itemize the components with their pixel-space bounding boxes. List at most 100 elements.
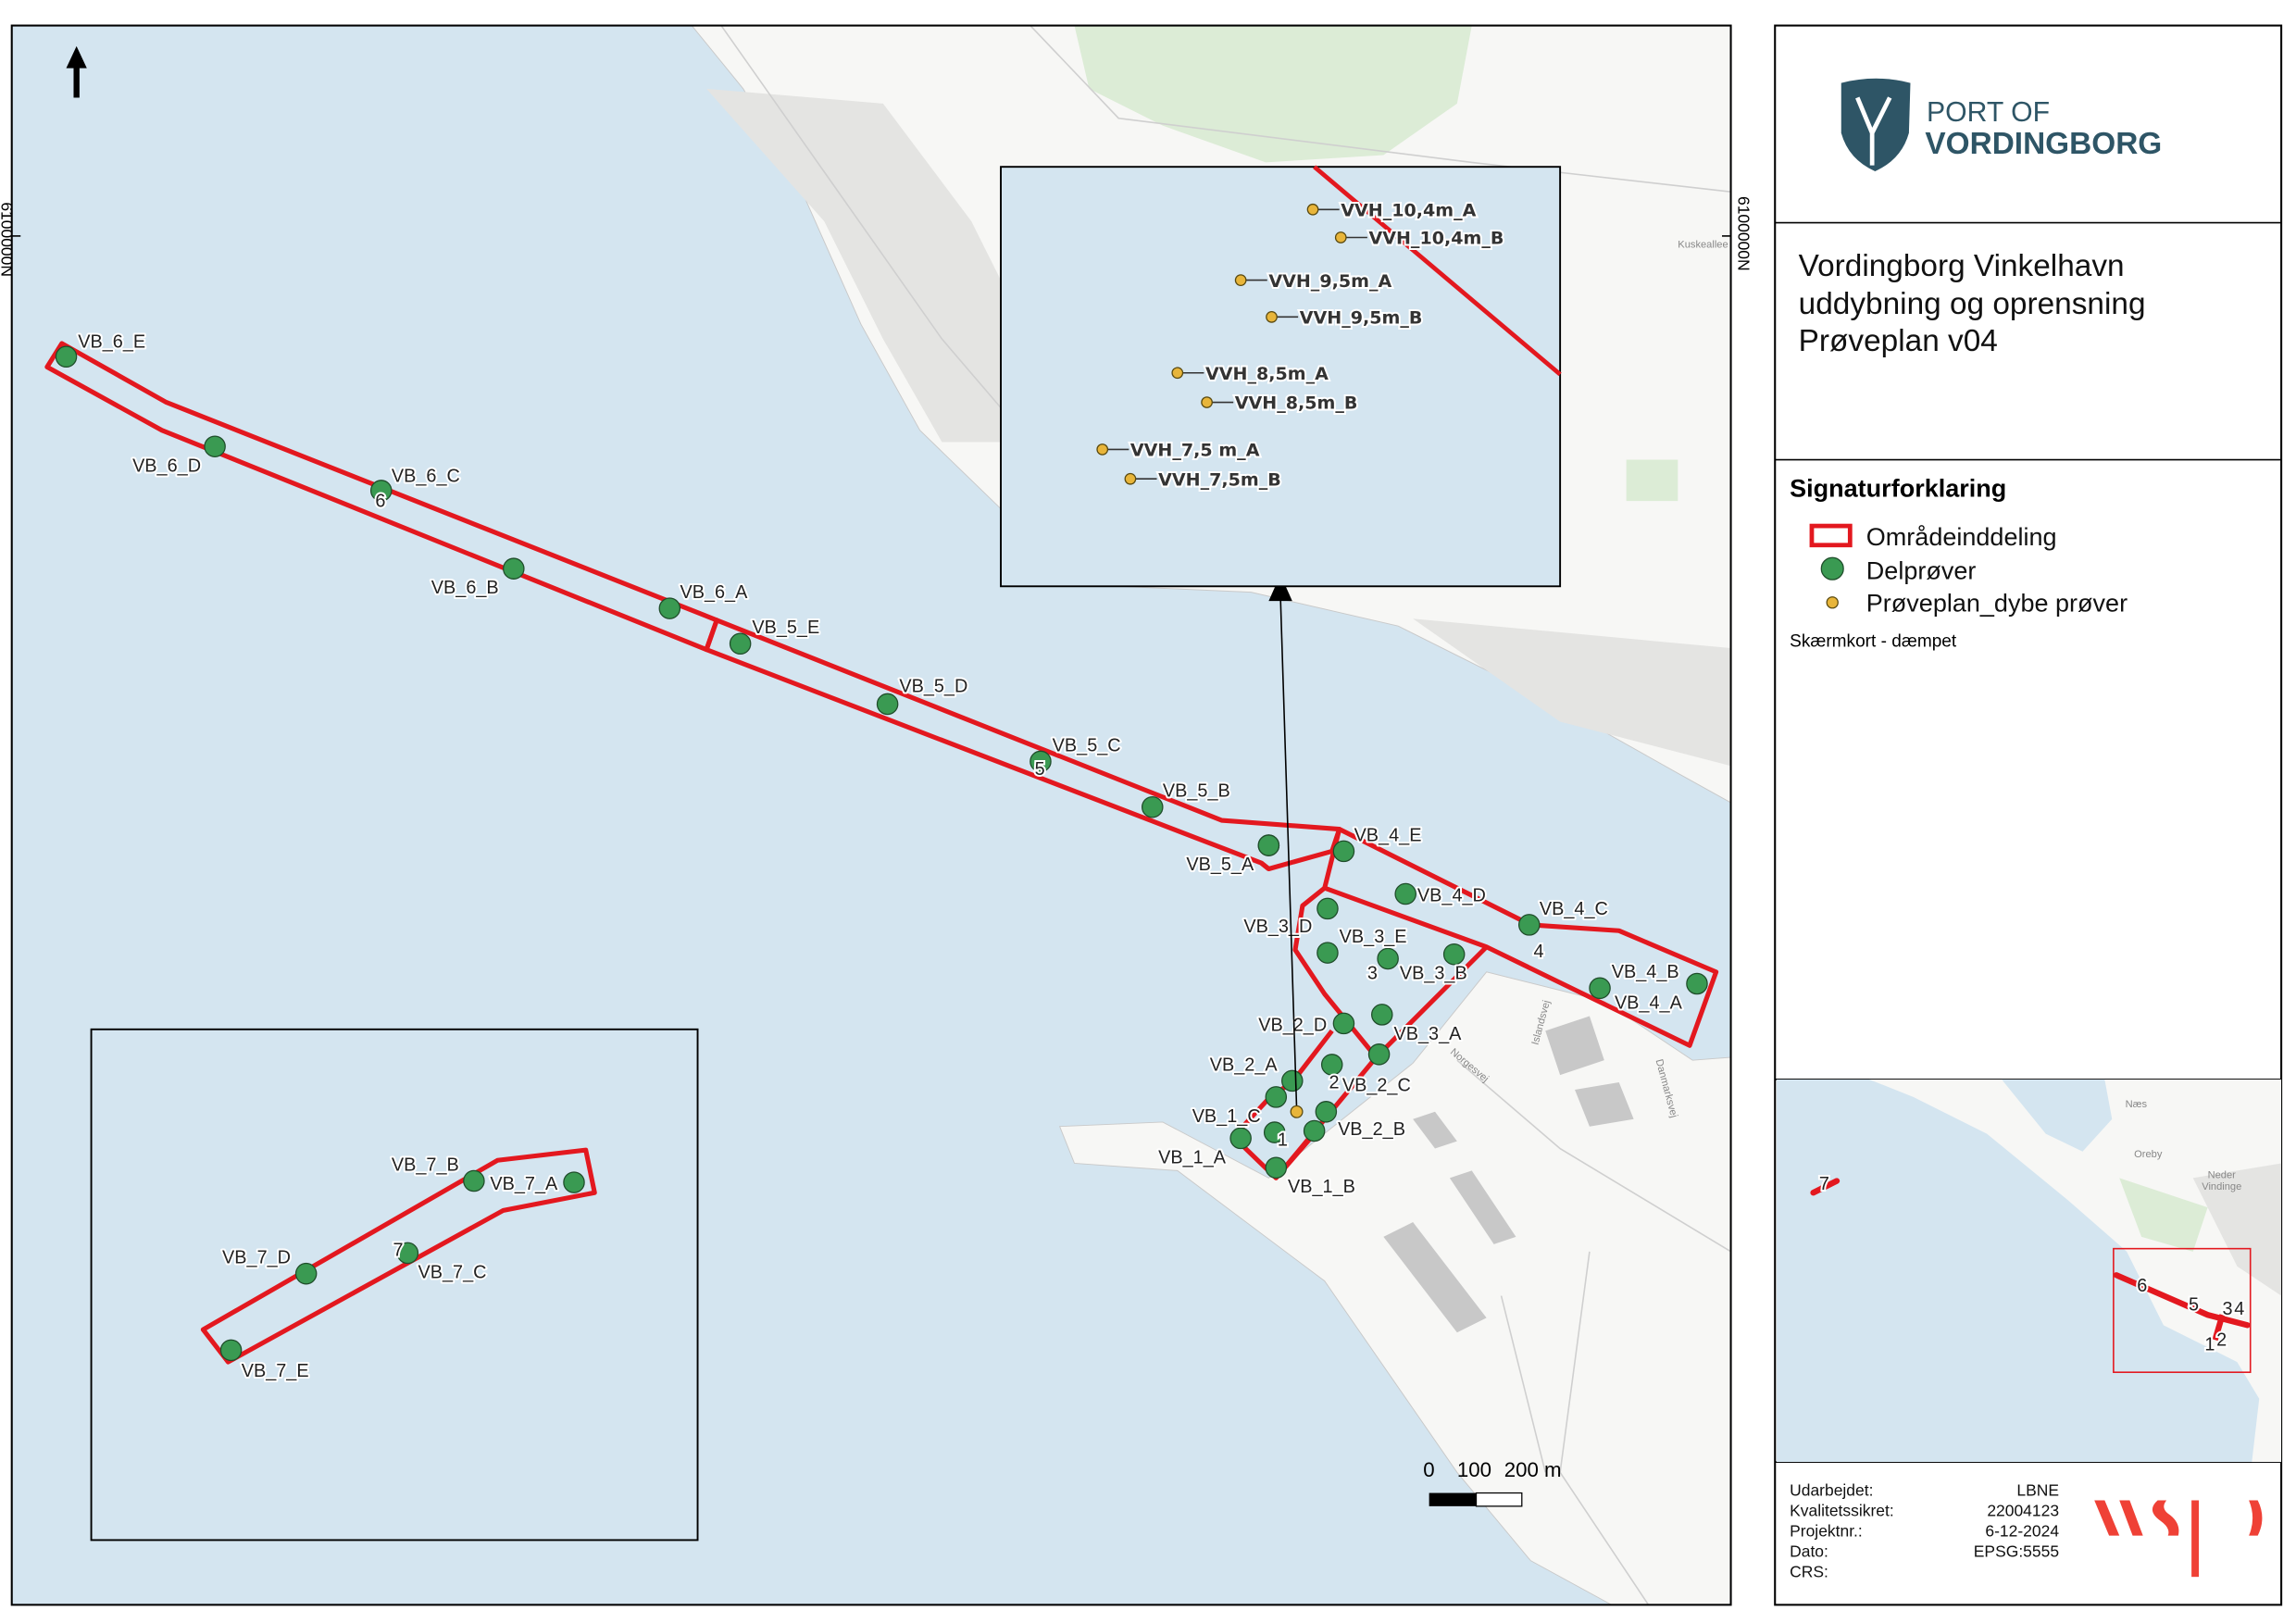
- overview-area-number: 6: [2137, 1276, 2147, 1296]
- deep-sample-label: VVH_10,4m_B: [1368, 229, 1504, 249]
- main-map[interactable]: Kuskeallee Norgesvej Islandsvej Danmarks…: [11, 25, 1731, 1605]
- sample-point[interactable]: [876, 693, 899, 716]
- area-4[interactable]: [1322, 827, 1719, 1048]
- sample-point[interactable]: [1029, 750, 1052, 773]
- sample-point[interactable]: [1257, 834, 1280, 856]
- place-label: Næs: [2126, 1099, 2148, 1110]
- place-label: Neder: [2208, 1169, 2237, 1180]
- sample-label: VB_5_E: [752, 618, 819, 638]
- area-number-label: 2: [1329, 1072, 1340, 1092]
- sample-point[interactable]: [1589, 977, 1611, 1000]
- deep-sample-label: VVH_7,5 m_A: [1130, 441, 1260, 461]
- sample-label: VB_6_C: [392, 466, 460, 486]
- area-number-label: 6: [375, 491, 385, 511]
- grid-label-left: 6100000N: [0, 202, 17, 277]
- sample-point[interactable]: [729, 632, 752, 655]
- sample-label: VB_4_E: [1354, 825, 1422, 845]
- sample-point[interactable]: [294, 1262, 318, 1285]
- sample-point[interactable]: [1142, 795, 1164, 818]
- sample-point[interactable]: [1367, 1043, 1391, 1066]
- area-number-label: 4: [1534, 942, 1544, 962]
- footer-label: Kvalitetssikret:: [1790, 1502, 1894, 1520]
- footer-value: 6-12-2024: [1985, 1522, 2059, 1541]
- area-5[interactable]: [704, 618, 1342, 872]
- deep-sample-point[interactable]: [1096, 443, 1109, 456]
- sample-point[interactable]: [369, 480, 393, 502]
- sample-point[interactable]: [1265, 1156, 1288, 1179]
- sample-point[interactable]: [1263, 1121, 1286, 1143]
- scale-bar: 0 100 200 m: [1423, 1458, 1562, 1507]
- sample-label: VB_4_C: [1540, 899, 1608, 919]
- sample-label: VB_2_B: [1338, 1119, 1405, 1140]
- sample-point[interactable]: [1332, 1012, 1355, 1035]
- sample-point[interactable]: [1686, 972, 1708, 995]
- sample-point[interactable]: [463, 1169, 485, 1192]
- inset-deep-samples: VVH_10,4m_AVVH_10,4m_BVVH_9,5m_AVVH_9,5m…: [1000, 165, 1562, 588]
- inset-area-7: VB_7_BVB_7_AVB_7_CVB_7_DVB_7_E 7: [90, 1028, 699, 1542]
- sample-point[interactable]: [1303, 1119, 1326, 1142]
- sample-point[interactable]: [55, 345, 78, 368]
- sample-label: VB_4_A: [1615, 993, 1683, 1014]
- sample-symbol-icon: [1820, 556, 1844, 581]
- sample-point[interactable]: [1394, 882, 1416, 905]
- sample-point[interactable]: [1371, 1004, 1393, 1026]
- north-arrow-icon: [66, 45, 87, 98]
- street-label: Kuskeallee: [1678, 240, 1728, 251]
- sample-point[interactable]: [1377, 947, 1399, 970]
- sample-point[interactable]: [563, 1171, 585, 1193]
- deep-sample-point[interactable]: [1171, 367, 1184, 380]
- footer-value: LBNE: [2016, 1481, 2059, 1500]
- deep-sample-point[interactable]: [1334, 231, 1347, 243]
- scale-label: 200 m: [1504, 1458, 1562, 1481]
- sample-label: VB_7_E: [242, 1361, 309, 1381]
- overview-area-number: 1: [2204, 1334, 2215, 1355]
- sample-point[interactable]: [1229, 1127, 1252, 1150]
- deep-sample-symbol-icon: [1826, 596, 1839, 609]
- sample-label: VB_7_D: [222, 1248, 291, 1268]
- title-panel: PORT OF VORDINGBORG Vordingborg Vinkelha…: [1774, 24, 2283, 1606]
- sample-point[interactable]: [1332, 840, 1355, 863]
- sample-label: VB_5_D: [899, 677, 967, 697]
- legend-heading: Signaturforklaring: [1790, 474, 2006, 502]
- grid-label-right: 6100000N: [1734, 196, 1753, 271]
- overview-map[interactable]: Næs Oreby Neder Vindinge 7 6 5 3 4 1 2: [1776, 1079, 2282, 1463]
- sample-point[interactable]: [1517, 914, 1541, 936]
- sample-label: VB_5_A: [1186, 855, 1254, 875]
- map-frame: [10, 24, 1732, 1606]
- deep-sample-label: VVH_9,5m_A: [1268, 271, 1391, 292]
- sample-point[interactable]: [1320, 1054, 1343, 1076]
- sample-label: VB_2_D: [1258, 1015, 1327, 1035]
- area-7[interactable]: [200, 1147, 597, 1365]
- deep-sample-cluster[interactable]: [1290, 1105, 1304, 1118]
- sample-label: VB_2_A: [1210, 1055, 1279, 1075]
- arrowhead-icon: [1268, 574, 1292, 602]
- sample-point[interactable]: [204, 435, 226, 458]
- basemap-label: Skærmkort - dæmpet: [1790, 631, 1957, 651]
- area-number-label: 5: [1035, 759, 1045, 780]
- sample-label: VB_6_E: [78, 332, 145, 353]
- scale-label: 100: [1457, 1458, 1491, 1481]
- sample-point[interactable]: [1316, 897, 1339, 920]
- area-3[interactable]: [1292, 886, 1489, 1060]
- sample-point[interactable]: [1281, 1069, 1304, 1092]
- sample-point[interactable]: [1316, 942, 1339, 964]
- deep-sample-point[interactable]: [1124, 472, 1137, 485]
- sample-label: VB_3_B: [1400, 964, 1467, 984]
- sample-point[interactable]: [503, 557, 525, 580]
- deep-sample-point[interactable]: [1266, 310, 1278, 323]
- sample-point[interactable]: [1265, 1086, 1288, 1108]
- sample-point[interactable]: [1442, 943, 1466, 966]
- sample-point[interactable]: [1315, 1101, 1338, 1123]
- deep-sample-label: VVH_9,5m_B: [1300, 308, 1423, 329]
- deep-sample-point[interactable]: [1201, 396, 1213, 408]
- deep-sample-point[interactable]: [1306, 203, 1319, 216]
- scale-label: 0: [1423, 1458, 1434, 1481]
- sample-point[interactable]: [396, 1242, 419, 1265]
- sample-point[interactable]: [658, 597, 681, 619]
- deep-sample-point[interactable]: [1234, 274, 1247, 286]
- sample-point[interactable]: [219, 1339, 243, 1362]
- inset-leader-line: [1279, 596, 1298, 1109]
